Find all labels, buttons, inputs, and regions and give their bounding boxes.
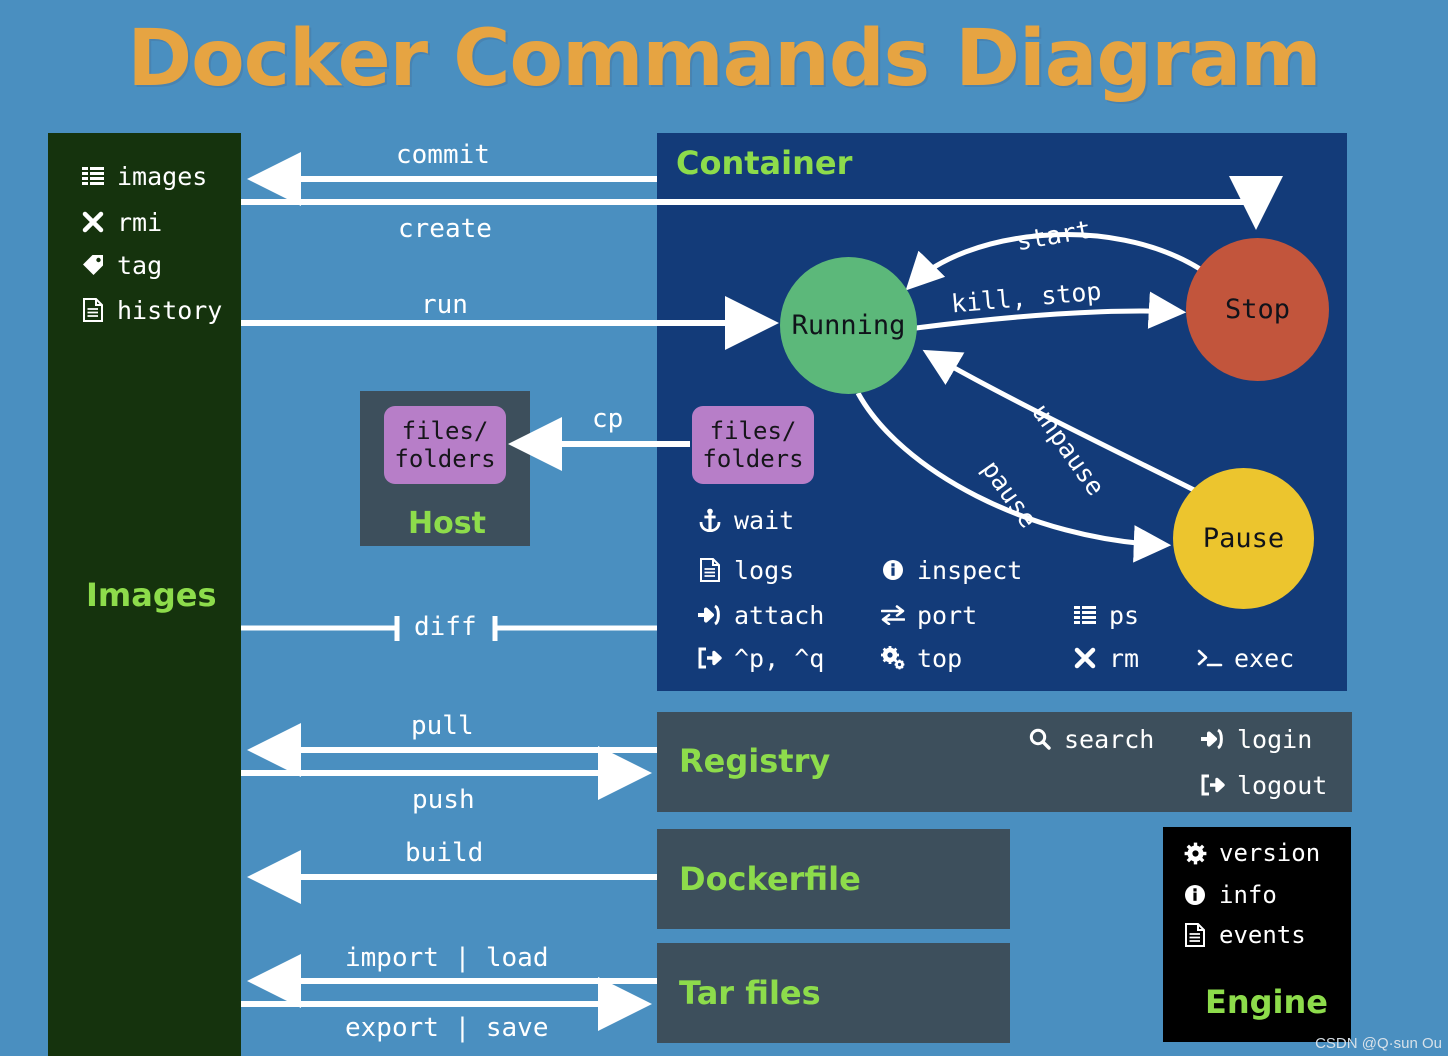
state-label: Running bbox=[791, 310, 906, 341]
sign-out-icon bbox=[1200, 772, 1226, 798]
watermark: CSDN @Q·sun Ou bbox=[1315, 1035, 1442, 1052]
document-icon bbox=[697, 557, 723, 583]
arrow-label-import-load: import | load bbox=[345, 943, 549, 973]
arrow-label-create: create bbox=[398, 214, 492, 244]
tag-icon bbox=[80, 252, 106, 278]
registry-title: Registry bbox=[679, 742, 831, 780]
command-info[interactable]: info bbox=[1182, 882, 1277, 908]
close-icon bbox=[80, 209, 106, 235]
command-label: rm bbox=[1109, 643, 1140, 673]
host-title: Host bbox=[408, 506, 486, 541]
command-history[interactable]: history bbox=[80, 297, 222, 323]
command-top[interactable]: top bbox=[880, 645, 962, 671]
arrow-label-export-save: export | save bbox=[345, 1013, 549, 1043]
info-icon bbox=[1182, 882, 1208, 908]
command-label: ^p, ^q bbox=[734, 643, 825, 673]
search-icon bbox=[1027, 726, 1053, 752]
container-files-folders-chip[interactable]: files/ folders bbox=[692, 406, 814, 484]
engine-title: Engine bbox=[1205, 983, 1328, 1021]
command-label: inspect bbox=[917, 555, 1023, 585]
images-title: Images bbox=[86, 576, 217, 614]
terminal-icon bbox=[1197, 645, 1223, 671]
command-label: tag bbox=[117, 250, 163, 280]
document-icon bbox=[80, 297, 106, 323]
arrow-label-build: build bbox=[405, 838, 484, 868]
close-icon bbox=[1072, 645, 1098, 671]
command-wait[interactable]: wait bbox=[697, 507, 794, 533]
arrow-label-push: push bbox=[412, 785, 475, 815]
chip-line-2: folders bbox=[394, 445, 496, 473]
command-search[interactable]: search bbox=[1027, 726, 1154, 752]
gears-icon bbox=[880, 645, 906, 671]
command-label: search bbox=[1064, 724, 1155, 754]
chip-line-1: files/ bbox=[709, 416, 797, 445]
command-version[interactable]: version bbox=[1182, 840, 1320, 866]
swap-icon bbox=[880, 602, 906, 628]
command-label: rmi bbox=[117, 207, 163, 237]
arrow-label-cp: cp bbox=[592, 404, 624, 434]
command-login[interactable]: login bbox=[1200, 726, 1312, 752]
command-attach[interactable]: attach bbox=[697, 602, 824, 628]
state-running[interactable]: Running bbox=[780, 257, 917, 394]
container-title: Container bbox=[676, 144, 853, 182]
command-label: logout bbox=[1237, 770, 1328, 800]
command-events[interactable]: events bbox=[1182, 922, 1306, 948]
tarfiles-panel bbox=[657, 943, 1010, 1043]
command-exec[interactable]: exec bbox=[1197, 645, 1294, 671]
state-stop[interactable]: Stop bbox=[1186, 238, 1329, 381]
sign-in-icon bbox=[1200, 726, 1226, 752]
command-label: history bbox=[117, 295, 223, 325]
command-label: wait bbox=[734, 505, 795, 535]
arrow-label-run: run bbox=[421, 290, 468, 320]
info-icon bbox=[880, 557, 906, 583]
document-icon bbox=[1182, 922, 1208, 948]
list-icon bbox=[1072, 602, 1098, 628]
images-panel bbox=[48, 133, 241, 1056]
anchor-icon bbox=[697, 507, 723, 533]
chip-line-2: folders bbox=[702, 445, 804, 473]
tarfiles-title: Tar files bbox=[679, 974, 821, 1012]
command-label: exec bbox=[1234, 643, 1295, 673]
command-inspect[interactable]: inspect bbox=[880, 557, 1022, 583]
list-icon bbox=[80, 163, 106, 189]
gear-icon bbox=[1182, 840, 1208, 866]
page-title: Docker Commands Diagram bbox=[127, 14, 1321, 104]
dockerfile-panel bbox=[657, 829, 1010, 929]
arrow-label-pull: pull bbox=[411, 711, 474, 741]
command-label: ps bbox=[1109, 600, 1140, 630]
command-label: info bbox=[1219, 881, 1277, 909]
command-ps[interactable]: ps bbox=[1072, 602, 1139, 628]
arrow-label-diff: diff bbox=[414, 612, 477, 642]
command-images[interactable]: images bbox=[80, 163, 207, 189]
command-port[interactable]: port bbox=[880, 602, 977, 628]
chip-line-1: files/ bbox=[401, 416, 489, 445]
command-label: top bbox=[917, 643, 963, 673]
command-label: images bbox=[117, 161, 208, 191]
state-label: Pause bbox=[1202, 523, 1285, 554]
sign-in-icon bbox=[697, 602, 723, 628]
command-logout[interactable]: logout bbox=[1200, 772, 1327, 798]
command-logs[interactable]: logs bbox=[697, 557, 794, 583]
state-pause[interactable]: Pause bbox=[1173, 468, 1314, 609]
command-label: login bbox=[1237, 724, 1313, 754]
command-label: attach bbox=[734, 600, 825, 630]
command-tag[interactable]: tag bbox=[80, 252, 162, 278]
host-files-folders-chip[interactable]: files/ folders bbox=[384, 406, 506, 484]
arrow-label-commit: commit bbox=[396, 140, 490, 170]
state-label: Stop bbox=[1224, 294, 1291, 325]
command-rmi[interactable]: rmi bbox=[80, 209, 162, 235]
dockerfile-title: Dockerfile bbox=[679, 860, 861, 898]
command-label: events bbox=[1219, 921, 1306, 949]
registry-panel bbox=[657, 712, 1352, 812]
command-rm[interactable]: rm bbox=[1072, 645, 1139, 671]
command-label: port bbox=[917, 600, 978, 630]
sign-out-icon bbox=[697, 645, 723, 671]
command-label: logs bbox=[734, 555, 795, 585]
command-label: version bbox=[1219, 839, 1321, 867]
command-detach-keys[interactable]: ^p, ^q bbox=[697, 645, 824, 671]
